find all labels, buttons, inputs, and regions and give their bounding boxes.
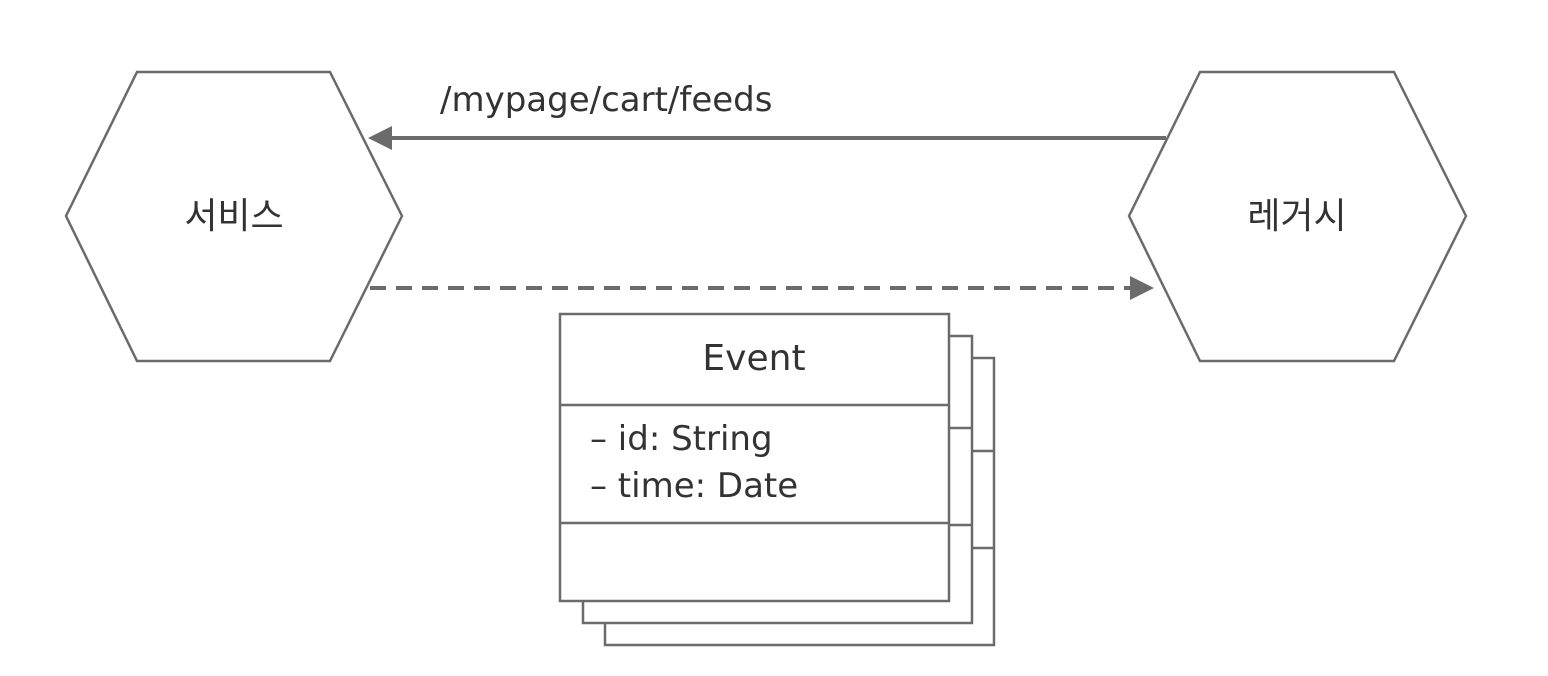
event-class-stack: Event – id: String – time: Date xyxy=(558,312,996,647)
legacy-label: 레거시 xyxy=(1247,196,1346,237)
event-class-card[interactable]: Event – id: String – time: Date xyxy=(558,312,951,603)
event-class-box xyxy=(558,312,951,603)
legacy-node[interactable]: 레거시 xyxy=(1127,70,1468,363)
service-label: 서비스 xyxy=(184,196,283,237)
service-node[interactable]: 서비스 xyxy=(64,70,404,363)
event-class-name: Event xyxy=(702,338,805,379)
request-path-label: /mypage/cart/feeds xyxy=(440,80,772,120)
event-attribute-id: – id: String xyxy=(590,419,773,459)
service-hexagon xyxy=(64,70,404,363)
legacy-hexagon xyxy=(1127,70,1468,363)
event-attribute-time: – time: Date xyxy=(590,466,798,506)
